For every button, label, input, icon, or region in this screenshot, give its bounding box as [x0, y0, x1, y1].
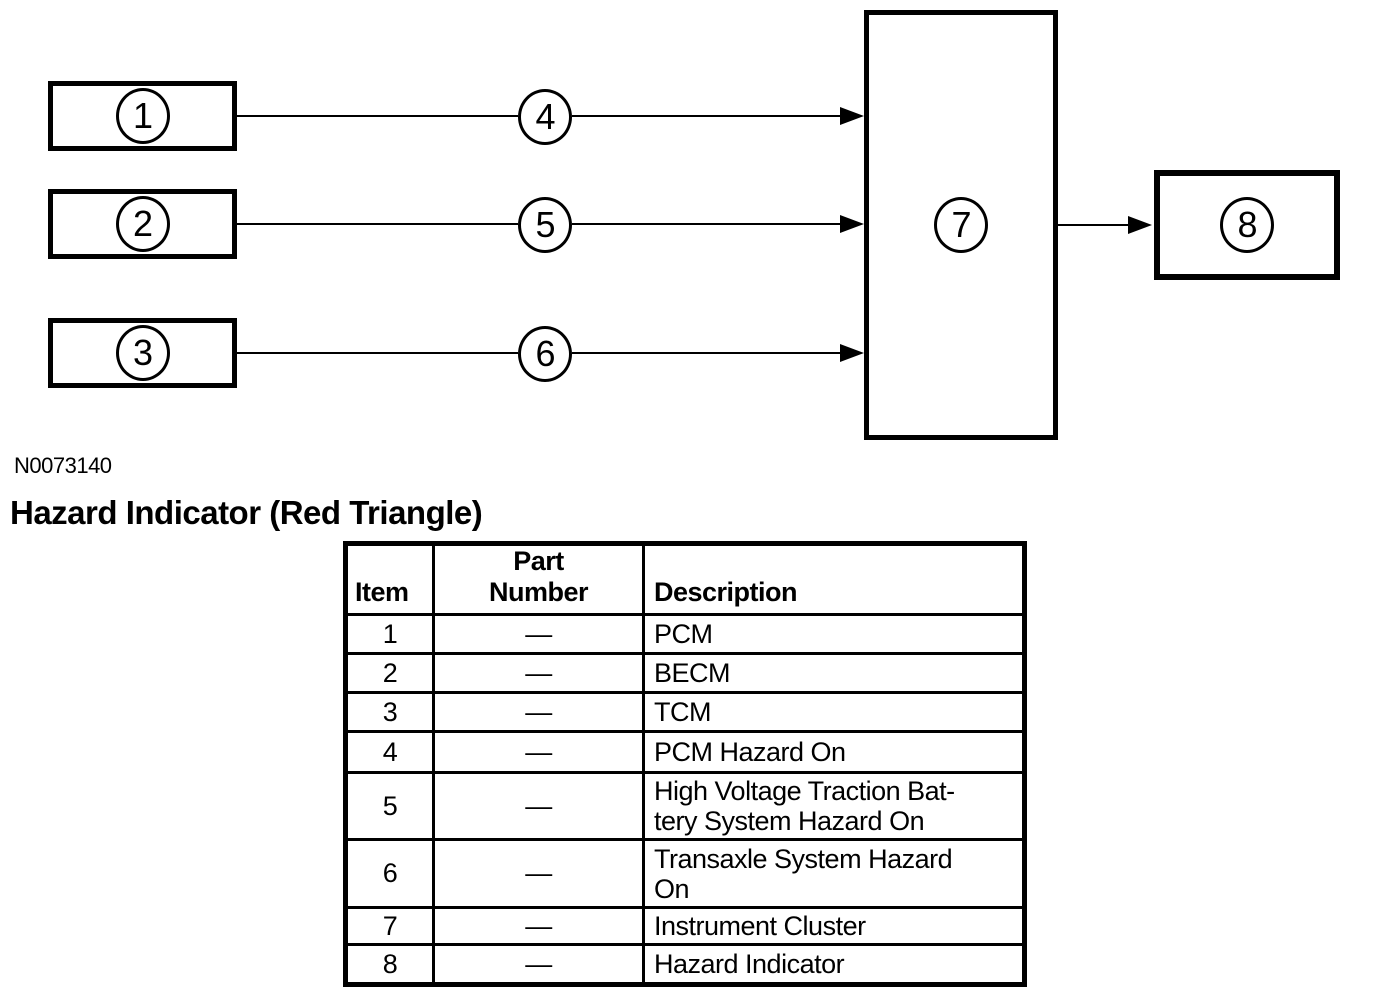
item-number: 6 [344, 838, 435, 909]
parts-table: Item Part Number Description 1 — PCM 2 —… [343, 541, 1027, 987]
connector-line-1-right [572, 115, 842, 117]
connector-line-3-right [572, 352, 842, 354]
part-number: — [432, 730, 645, 774]
item-number: 3 [344, 691, 435, 733]
item-number: 2 [344, 652, 435, 694]
connector-line-2-left [237, 223, 518, 225]
arrowhead-icon-4 [1128, 216, 1152, 234]
module-box-3: 3 [48, 318, 237, 388]
description: PCM Hazard On [642, 730, 1026, 774]
callout-circle-6: 6 [518, 326, 572, 382]
callout-circle-1: 1 [115, 88, 170, 144]
connector-line-2-right [572, 223, 842, 225]
table-row: 4 — PCM Hazard On [344, 730, 1026, 774]
part-number: — [432, 691, 645, 733]
description: Transaxle System Hazard On [642, 838, 1026, 909]
header-item: Item [344, 542, 435, 616]
part-number: — [432, 613, 645, 655]
part-number: — [432, 906, 645, 946]
part-number: — [432, 943, 645, 986]
figure-title: Hazard Indicator (Red Triangle) [10, 494, 483, 531]
arrowhead-icon-3 [840, 344, 864, 362]
description: Hazard Indicator [642, 943, 1026, 986]
item-number: 4 [344, 730, 435, 774]
arrowhead-icon-2 [840, 215, 864, 233]
table-row: 8 — Hazard Indicator [344, 943, 1026, 986]
connector-line-1-left [237, 115, 518, 117]
description: PCM [642, 613, 1026, 655]
description: High Voltage Traction Bat- tery System H… [642, 771, 1026, 841]
item-number: 1 [344, 613, 435, 655]
table-header-row: Item Part Number Description [344, 542, 1026, 616]
table-row: 6 — Transaxle System Hazard On [344, 838, 1026, 909]
callout-circle-4: 4 [518, 89, 572, 145]
indicator-box-8: 8 [1154, 170, 1340, 280]
part-number: — [432, 771, 645, 841]
table-row: 1 — PCM [344, 613, 1026, 655]
table-row: 2 — BECM [344, 652, 1026, 694]
callout-circle-8: 8 [1220, 197, 1274, 253]
item-number: 8 [344, 943, 435, 986]
connector-line-3-left [237, 352, 518, 354]
callout-circle-2: 2 [115, 196, 170, 252]
item-number: 7 [344, 906, 435, 946]
arrowhead-icon-1 [840, 107, 864, 125]
header-part-number: Part Number [432, 542, 645, 616]
item-number: 5 [344, 771, 435, 841]
description: BECM [642, 652, 1026, 694]
callout-circle-5: 5 [518, 197, 572, 253]
table-row: 7 — Instrument Cluster [344, 906, 1026, 946]
header-description: Description [642, 542, 1026, 616]
module-box-1: 1 [48, 81, 237, 151]
description: TCM [642, 691, 1026, 733]
table-row: 5 — High Voltage Traction Bat- tery Syst… [344, 771, 1026, 841]
figure-number: N0073140 [14, 453, 112, 478]
callout-circle-3: 3 [115, 325, 170, 381]
callout-circle-7: 7 [934, 197, 988, 253]
cluster-box-7: 7 [864, 10, 1058, 440]
connector-line-7-8 [1058, 224, 1130, 226]
module-box-2: 2 [48, 189, 237, 259]
description: Instrument Cluster [642, 906, 1026, 946]
part-number: — [432, 652, 645, 694]
part-number: — [432, 838, 645, 909]
table-row: 3 — TCM [344, 691, 1026, 733]
